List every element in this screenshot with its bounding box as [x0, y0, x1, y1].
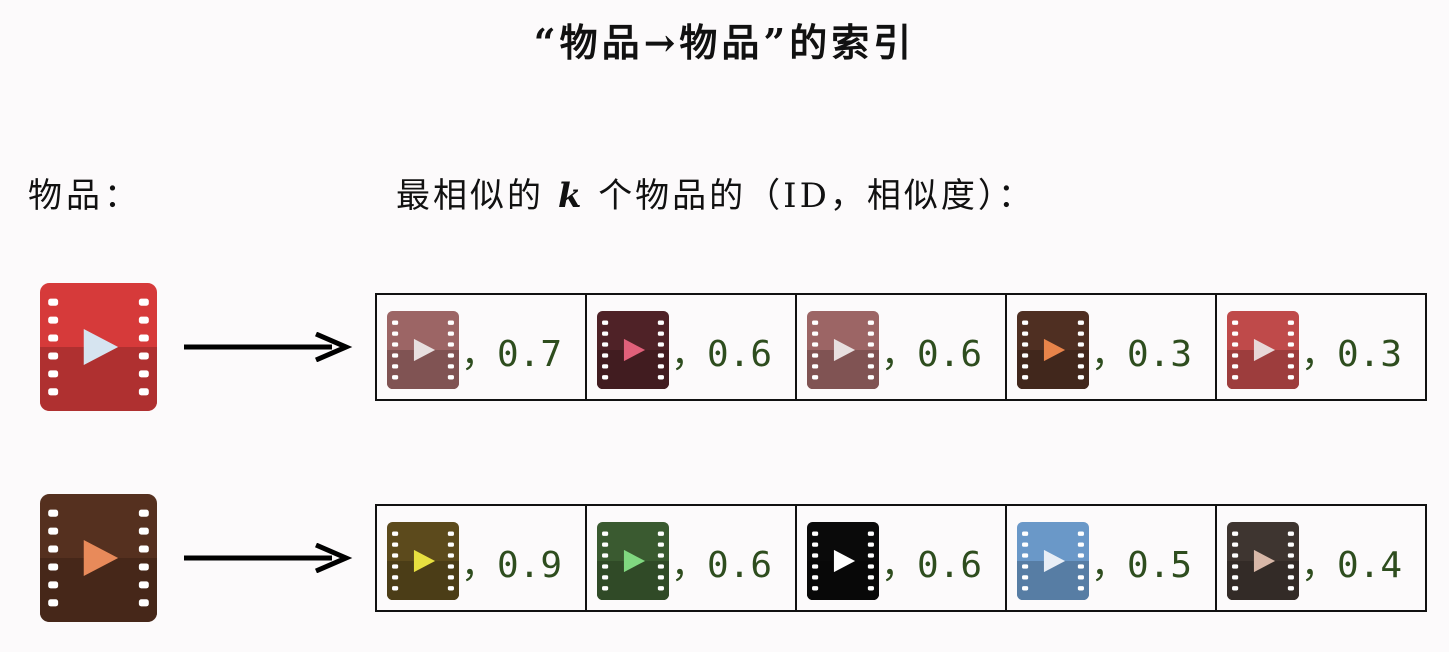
video-file-icon: [807, 522, 879, 600]
similar-items-table: ，0.7 ，0.6 ，0.6 ，0.3 ，0.3: [375, 293, 1427, 401]
similarity-score: ，0.5: [1091, 545, 1193, 586]
similarity-score: ，0.6: [881, 334, 983, 375]
video-file-icon: [807, 311, 879, 389]
video-file-icon: [387, 311, 459, 389]
arrow-right-icon: [184, 332, 353, 362]
similar-item-cell: ，0.6: [585, 295, 795, 399]
video-file-icon: [597, 522, 669, 600]
video-file-icon: [40, 494, 157, 622]
similar-item-cell: ，0.6: [795, 295, 1005, 399]
similar-item-cell: ，0.5: [1005, 506, 1215, 610]
similar-item-cell: ，0.9: [377, 506, 585, 610]
similar-items-label: 最相似的 k 个物品的（ID，相似度）：: [396, 168, 1035, 217]
similarity-score: ，0.7: [461, 334, 563, 375]
similar-items-table: ，0.9 ，0.6 ，0.6 ，0.5 ，0.4: [375, 504, 1427, 612]
video-file-icon: [387, 522, 459, 600]
similarity-score: ，0.6: [671, 334, 773, 375]
video-file-icon: [1227, 522, 1299, 600]
index-row-2: ，0.9 ，0.6 ，0.6 ，0.5 ，0.4: [0, 494, 1449, 634]
k-variable: k: [557, 176, 585, 216]
similar-item-cell: ，0.3: [1005, 295, 1215, 399]
similarity-score: ，0.3: [1301, 334, 1403, 375]
similarity-score: ，0.4: [1301, 545, 1403, 586]
index-row-1: ，0.7 ，0.6 ，0.6 ，0.3 ，0.3: [0, 283, 1449, 423]
similar-items-label-suffix: 个物品的（ID，相似度）：: [598, 176, 1035, 216]
video-file-icon: [1017, 311, 1089, 389]
similar-item-cell: ，0.4: [1215, 506, 1425, 610]
video-file-icon: [40, 283, 157, 411]
video-file-icon: [597, 311, 669, 389]
similar-item-cell: ，0.6: [795, 506, 1005, 610]
similarity-score: ，0.6: [671, 545, 773, 586]
similarity-score: ，0.9: [461, 545, 563, 586]
video-file-icon: [1227, 311, 1299, 389]
diagram-title: “物品→物品”的索引: [533, 20, 916, 65]
items-label: 物品：: [28, 176, 142, 216]
similar-item-cell: ，0.6: [585, 506, 795, 610]
video-file-icon: [1017, 522, 1089, 600]
similar-item-cell: ，0.3: [1215, 295, 1425, 399]
similarity-score: ，0.3: [1091, 334, 1193, 375]
arrow-right-icon: [184, 543, 353, 573]
similarity-score: ，0.6: [881, 545, 983, 586]
similar-item-cell: ，0.7: [377, 295, 585, 399]
similar-items-label-prefix: 最相似的: [396, 176, 544, 216]
